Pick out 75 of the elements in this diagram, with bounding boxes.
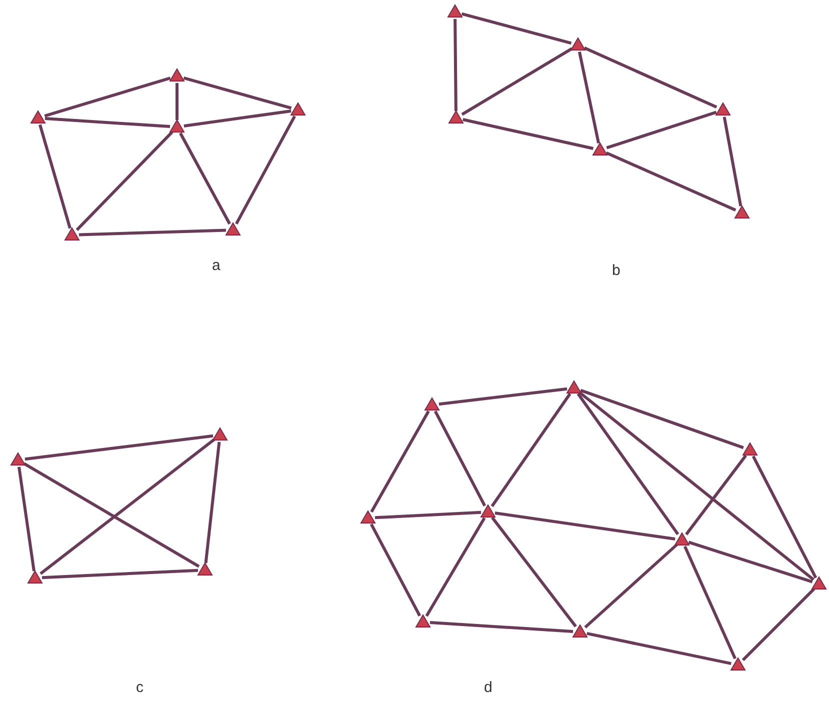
survey-line xyxy=(18,466,36,572)
survey-line xyxy=(684,546,736,660)
survey-station-marker xyxy=(169,119,185,133)
survey-station-marker xyxy=(169,68,185,82)
survey-station-marker xyxy=(674,532,690,546)
panel-label: b xyxy=(612,263,620,278)
survey-line xyxy=(606,110,717,150)
survey-station-marker xyxy=(27,570,43,584)
survey-line xyxy=(44,116,170,128)
survey-station-marker xyxy=(448,110,464,124)
survey-line xyxy=(76,130,174,232)
panel-label: d xyxy=(484,680,492,695)
survey-line xyxy=(184,109,292,128)
panel-label: c xyxy=(136,680,144,695)
survey-station-marker xyxy=(212,427,228,441)
survey-line xyxy=(586,632,732,666)
survey-line xyxy=(491,516,577,628)
survey-line xyxy=(454,18,458,112)
survey-line xyxy=(685,454,747,536)
survey-line xyxy=(78,228,226,236)
survey-station-marker xyxy=(480,504,496,518)
survey-line xyxy=(38,124,72,229)
survey-line xyxy=(370,410,430,513)
survey-station-marker xyxy=(10,452,26,466)
survey-line xyxy=(580,388,744,450)
survey-station-marker xyxy=(360,510,376,524)
survey-station-marker xyxy=(730,657,746,671)
survey-station-marker xyxy=(64,227,80,241)
survey-station-marker xyxy=(592,142,608,156)
survey-line xyxy=(204,442,221,564)
survey-line xyxy=(176,83,178,120)
survey-line xyxy=(578,391,814,581)
survey-line xyxy=(722,116,742,206)
survey-line xyxy=(584,544,678,628)
survey-line xyxy=(461,47,573,116)
survey-line xyxy=(752,456,818,578)
survey-line xyxy=(40,438,216,575)
survey-station-marker xyxy=(447,4,463,18)
survey-station-marker xyxy=(734,205,750,219)
survey-station-marker xyxy=(570,37,586,51)
survey-line xyxy=(370,523,422,617)
survey-station-marker xyxy=(742,442,758,456)
survey-line xyxy=(688,540,813,584)
survey-station-marker xyxy=(225,222,241,236)
panel-label: a xyxy=(212,258,220,273)
survey-station-marker xyxy=(811,576,827,590)
survey-line xyxy=(24,434,214,461)
survey-station-marker xyxy=(30,110,46,124)
survey-line xyxy=(494,512,676,540)
survey-line xyxy=(576,392,680,536)
survey-line xyxy=(461,12,572,45)
survey-line xyxy=(584,46,718,108)
survey-line xyxy=(578,52,600,144)
survey-line xyxy=(434,410,486,506)
survey-line xyxy=(425,517,486,617)
survey-line xyxy=(742,588,816,662)
survey-station-marker xyxy=(197,562,213,576)
survey-line xyxy=(462,118,594,150)
survey-line xyxy=(490,392,572,508)
survey-line xyxy=(430,620,574,634)
survey-station-marker xyxy=(715,102,731,116)
survey-line xyxy=(42,568,198,580)
survey-station-marker xyxy=(290,102,306,116)
survey-line xyxy=(23,462,200,568)
survey-line xyxy=(179,132,231,225)
survey-line xyxy=(606,151,736,212)
survey-line xyxy=(235,115,296,225)
survey-line xyxy=(183,76,292,110)
survey-line xyxy=(374,510,482,520)
survey-station-marker xyxy=(572,624,588,638)
survey-line xyxy=(438,387,568,406)
survey-line xyxy=(44,76,171,118)
survey-station-marker xyxy=(424,397,440,411)
survey-station-marker xyxy=(415,614,431,628)
survey-station-marker xyxy=(566,380,582,394)
